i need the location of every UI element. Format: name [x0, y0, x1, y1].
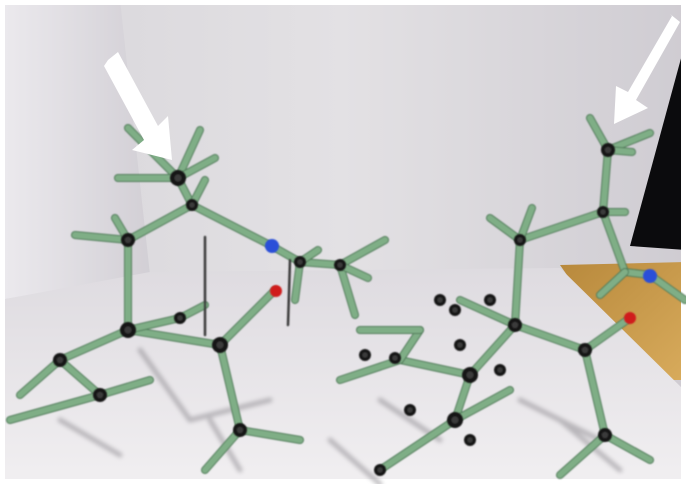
atom-highlight [451, 416, 459, 424]
bond [125, 202, 195, 243]
nitrogen-atom [265, 239, 279, 253]
bond-shadow [327, 437, 383, 484]
bond [582, 315, 633, 353]
nitrogen-atom [643, 269, 657, 283]
bond [72, 232, 131, 243]
bond [487, 215, 523, 243]
bond [512, 322, 588, 353]
bond [397, 357, 473, 378]
bond [467, 322, 518, 378]
bond [7, 392, 103, 423]
bond [452, 387, 513, 423]
atom-highlight [56, 356, 64, 364]
bond [557, 432, 608, 478]
atom-highlight [216, 341, 224, 349]
bond-shadow [57, 417, 123, 458]
oxygen-atom [624, 312, 636, 324]
atom-highlight [96, 391, 104, 399]
bond [57, 327, 131, 363]
atom-highlight [604, 146, 612, 154]
atom-highlight [467, 437, 473, 443]
bond [57, 357, 103, 398]
atom-highlight [297, 259, 303, 265]
atom-highlight [457, 342, 463, 348]
bond [597, 269, 628, 298]
bond [97, 377, 153, 398]
bond [397, 327, 423, 363]
bond [237, 427, 303, 443]
atom-highlight [407, 407, 413, 413]
atom-highlight [124, 326, 132, 334]
model-atoms [53, 143, 657, 476]
annotation-arrows [104, 14, 680, 160]
atom-highlight [511, 321, 519, 329]
atom-highlight [177, 315, 183, 321]
model-bonds [6, 114, 686, 479]
bond [337, 262, 358, 318]
atom-highlight [487, 297, 493, 303]
bond-shadow [187, 397, 273, 423]
atom-highlight [437, 297, 443, 303]
atom-highlight [581, 346, 589, 354]
atom-highlight [124, 236, 132, 244]
bond [189, 202, 273, 248]
atom-highlight [600, 209, 606, 215]
oxygen-atom [270, 285, 282, 297]
bond [202, 427, 243, 473]
atom-highlight [392, 355, 398, 361]
atom-highlight [362, 352, 368, 358]
bond [292, 259, 303, 303]
bond [457, 297, 518, 328]
bond [337, 237, 388, 268]
bond [517, 209, 606, 243]
metal-pin [286, 258, 292, 327]
atom-highlight [452, 307, 458, 313]
atom-highlight [601, 431, 609, 439]
bond [600, 209, 628, 275]
atom-highlight [337, 262, 343, 268]
bond-shadow [137, 347, 193, 423]
bond [175, 127, 203, 181]
bond [17, 357, 63, 398]
bond [297, 259, 343, 268]
bond [217, 287, 278, 348]
bond [600, 147, 611, 215]
arrow-icon [614, 14, 680, 124]
bond [582, 347, 608, 438]
bond [602, 432, 653, 463]
atom-highlight [466, 371, 474, 379]
bond [125, 327, 223, 348]
atom-highlight [236, 426, 244, 434]
bond [377, 417, 458, 473]
bond [125, 315, 183, 333]
atom-highlight [497, 367, 503, 373]
atom-highlight [189, 202, 195, 208]
bond [512, 237, 523, 328]
atom-highlight [377, 467, 383, 473]
bond [217, 342, 243, 433]
bond [337, 357, 403, 383]
arrow-icon [104, 52, 172, 160]
atom-highlight [517, 237, 523, 243]
atom-highlight [174, 174, 182, 182]
dark-panel [630, 40, 686, 250]
